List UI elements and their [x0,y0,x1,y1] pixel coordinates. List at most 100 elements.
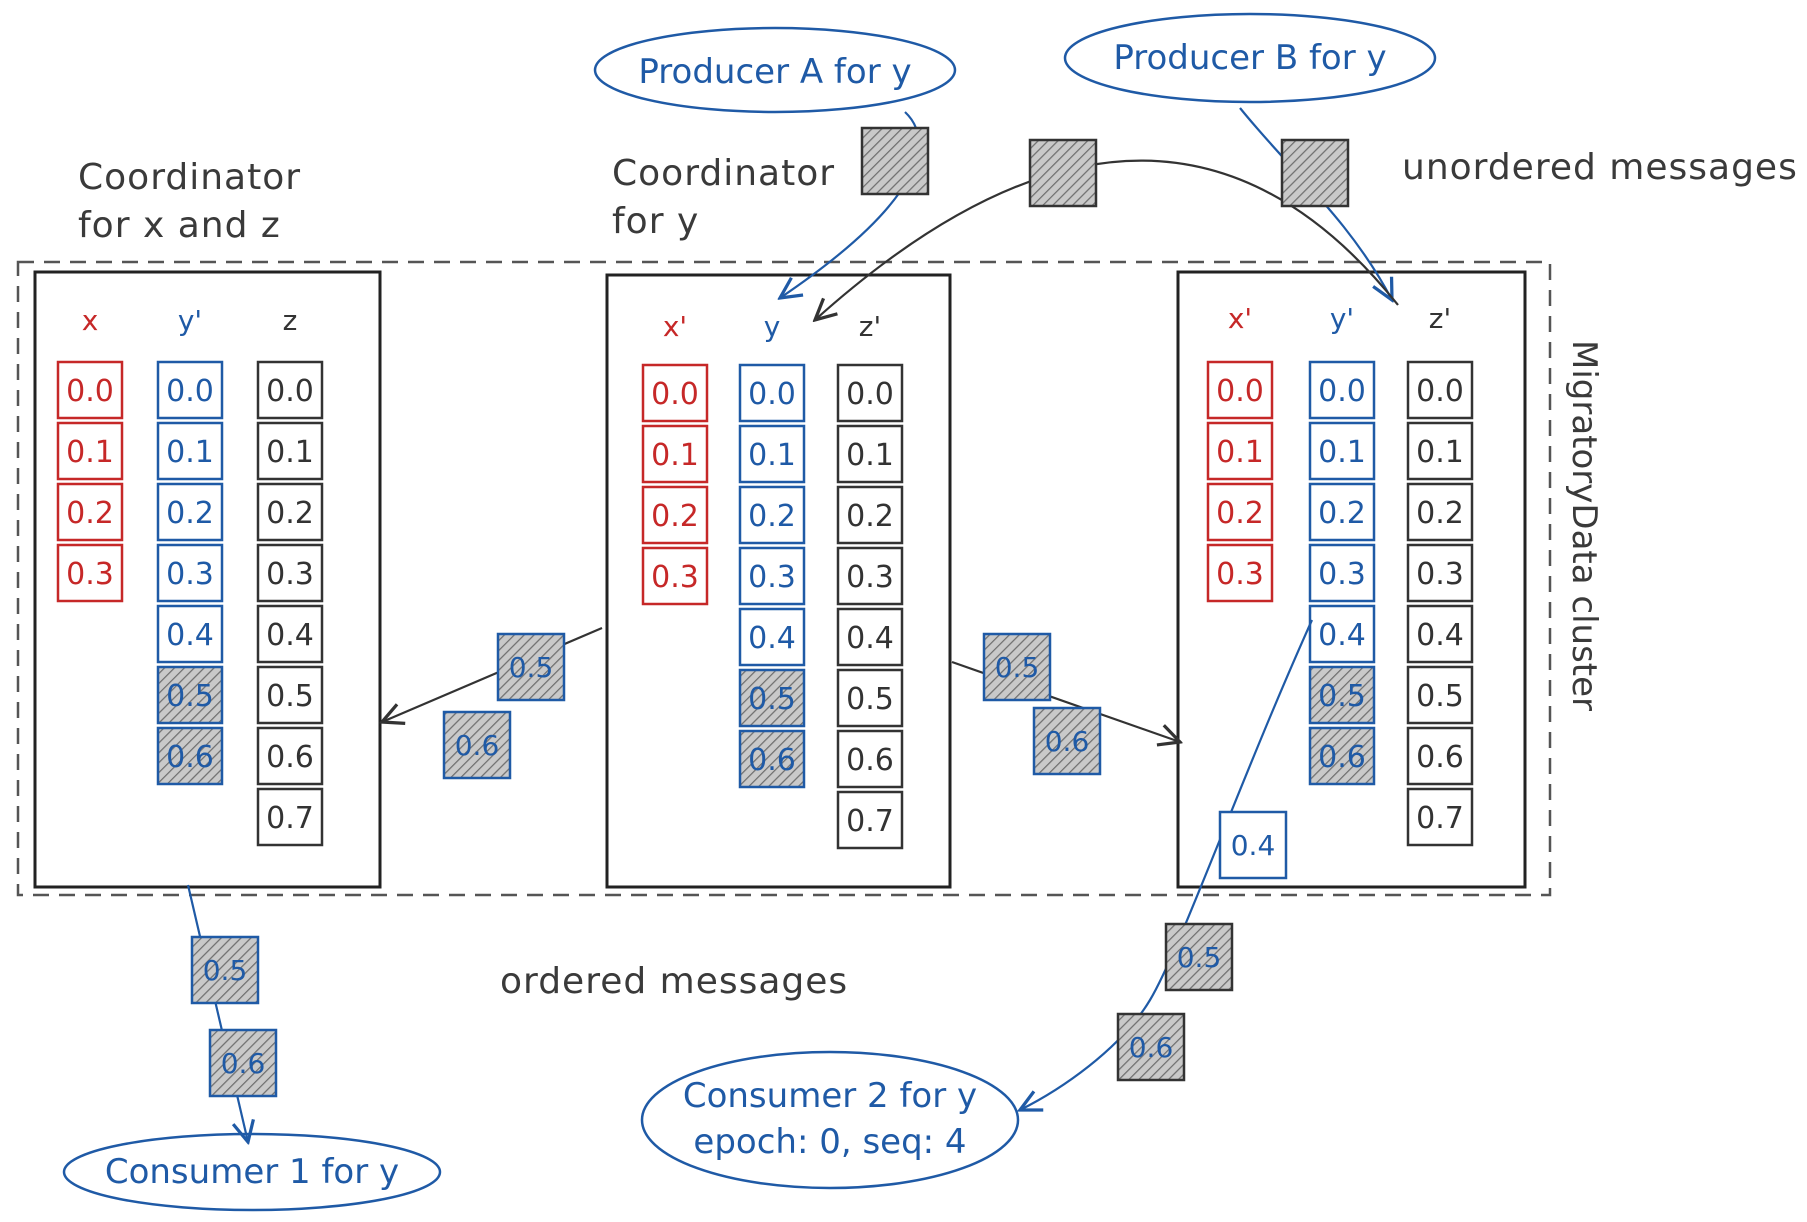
forward-left-link [382,626,603,722]
offset-cell: 0.1 [641,424,709,484]
svg-text:0.2: 0.2 [846,499,894,534]
offset-cell: 0.4 [836,607,904,667]
column-header: x [82,304,99,337]
offset-cell: 0.2 [1308,482,1376,542]
svg-text:0.6: 0.6 [455,729,500,762]
svg-text:0.0: 0.0 [66,374,114,409]
offset-cell: 0.7 [836,790,904,850]
offset-cell: 0.5 [1308,665,1376,725]
message-to-left-06: 0.6 [442,710,512,780]
svg-text:0.0: 0.0 [1318,374,1366,409]
svg-text:0.7: 0.7 [266,801,314,836]
svg-text:0.6: 0.6 [1416,740,1464,775]
column-header: y' [178,304,202,337]
column-header: z' [1429,302,1451,335]
svg-text:0.6: 0.6 [221,1047,266,1080]
offset-cell: 0.6 [156,726,224,786]
svg-text:0.0: 0.0 [166,374,214,409]
svg-text:0.2: 0.2 [66,496,114,531]
offset-cell: 0.3 [641,546,709,606]
svg-text:0.5: 0.5 [203,954,248,987]
message-to-right-06: 0.6 [1032,706,1102,776]
offset-cell: 0.6 [836,729,904,789]
svg-text:0.3: 0.3 [1416,557,1464,592]
offset-cell: 0.6 [738,729,806,789]
consumer-2-line1: Consumer 2 for y [682,1076,978,1116]
svg-text:0.3: 0.3 [651,560,699,595]
svg-text:0.2: 0.2 [266,496,314,531]
offset-cell: 0.2 [1406,482,1474,542]
svg-text:0.1: 0.1 [651,438,699,473]
svg-text:0.5: 0.5 [166,679,214,714]
svg-text:0.4: 0.4 [266,618,314,653]
offset-cell: 0.5 [256,665,324,725]
offset-cell: 0.3 [836,546,904,606]
offset-cell: 0.7 [256,787,324,847]
svg-text:0.3: 0.3 [266,557,314,592]
offset-cell: 0.6 [256,726,324,786]
svg-text:0.5: 0.5 [846,682,894,717]
svg-text:0.6: 0.6 [1318,740,1366,775]
svg-text:0.1: 0.1 [748,438,796,473]
svg-text:0.4: 0.4 [1318,618,1366,653]
svg-text:0.0: 0.0 [266,374,314,409]
svg-text:0.4: 0.4 [1416,618,1464,653]
offset-cell: 0.3 [1308,543,1376,603]
column-header: y [764,310,781,343]
svg-text:0.0: 0.0 [651,377,699,412]
svg-text:0.1: 0.1 [66,435,114,470]
consumer-2-line2: epoch: 0, seq: 4 [693,1122,967,1162]
producer-b-oval [1063,12,1437,104]
svg-text:0.3: 0.3 [1318,557,1366,592]
svg-text:0.6: 0.6 [1129,1031,1174,1064]
column-header: x' [663,310,687,343]
svg-text:0.5: 0.5 [1177,941,1222,974]
coordinator-y-line1: Coordinator [612,153,836,194]
svg-text:0.5: 0.5 [509,651,554,684]
svg-text:0.6: 0.6 [266,740,314,775]
message-c2-06: 0.6 [1116,1012,1186,1082]
message-c1-05: 0.5 [190,935,260,1005]
offset-cell: 0.1 [1206,421,1274,481]
message-to-left-05: 0.5 [496,632,566,702]
svg-text:0.1: 0.1 [166,435,214,470]
svg-text:0.6: 0.6 [748,743,796,778]
offset-cell: 0.3 [156,543,224,603]
column-header: z' [859,310,881,343]
svg-text:0.6: 0.6 [1045,725,1090,758]
producer-b-label: Producer B for y [1113,38,1387,78]
offset-cell: 0.4 [256,604,324,664]
message-c2-05: 0.5 [1164,922,1234,992]
offset-cell: 0.5 [1406,665,1474,725]
unordered-messages-label: unordered messages [1402,147,1798,188]
svg-text:0.1: 0.1 [266,435,314,470]
offset-cell: 0.0 [641,363,709,423]
column-header: z [283,304,298,337]
message-msg-a [860,126,930,196]
svg-text:0.5: 0.5 [266,679,314,714]
offset-cell: 0.1 [56,421,124,481]
svg-text:0.6: 0.6 [846,743,894,778]
node-box-1 [33,270,382,889]
svg-text:0.2: 0.2 [1216,496,1264,531]
offset-cell: 0.4 [738,607,806,667]
svg-text:0.7: 0.7 [846,804,894,839]
consumer-1-link [186,884,248,1142]
offset-cell: 0.5 [156,665,224,725]
svg-text:0.2: 0.2 [1416,496,1464,531]
offset-cell: 0.2 [56,482,124,542]
svg-text:0.2: 0.2 [748,499,796,534]
offset-cell: 0.1 [256,421,324,481]
message-msg-b [1280,138,1350,208]
offset-cell: 0.3 [738,546,806,606]
svg-text:0.5: 0.5 [1416,679,1464,714]
svg-text:0.4: 0.4 [166,618,214,653]
coordinator-y-line2: for y [612,201,700,242]
svg-text:0.3: 0.3 [166,557,214,592]
svg-text:0.0: 0.0 [748,377,796,412]
svg-text:0.5: 0.5 [748,682,796,717]
message-c1-06: 0.6 [208,1028,278,1098]
offset-cell: 0.1 [1406,421,1474,481]
svg-text:0.2: 0.2 [1318,496,1366,531]
